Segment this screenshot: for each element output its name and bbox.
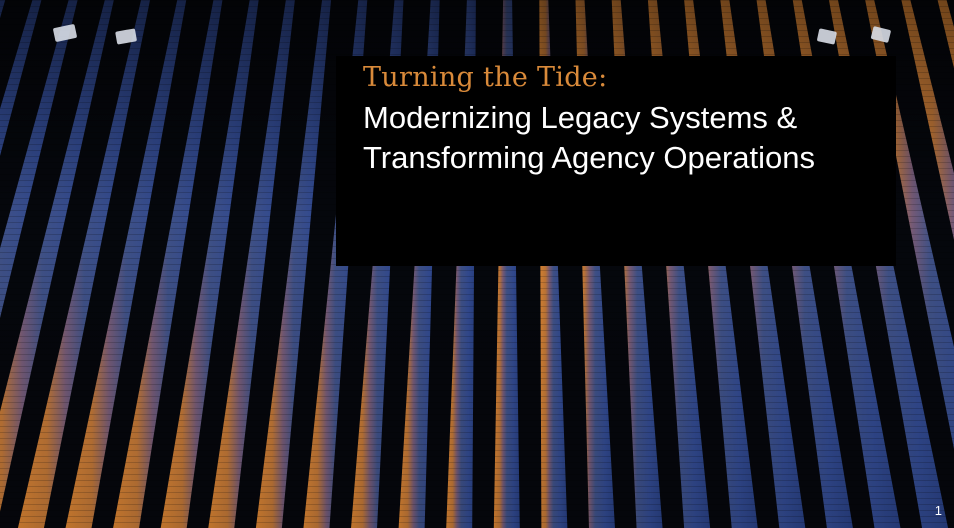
title-box: Turning the Tide: Modernizing Legacy Sys… [336,56,896,266]
title-accent: Turning the Tide: [363,62,608,93]
slide-number: 1 [934,503,942,518]
slide-title: Modernizing Legacy Systems & Transformin… [363,98,896,178]
title-line-1: Modernizing Legacy Systems & [363,100,798,135]
title-line-2: Transforming Agency Operations [363,140,816,175]
inverter-boxes [53,24,891,45]
